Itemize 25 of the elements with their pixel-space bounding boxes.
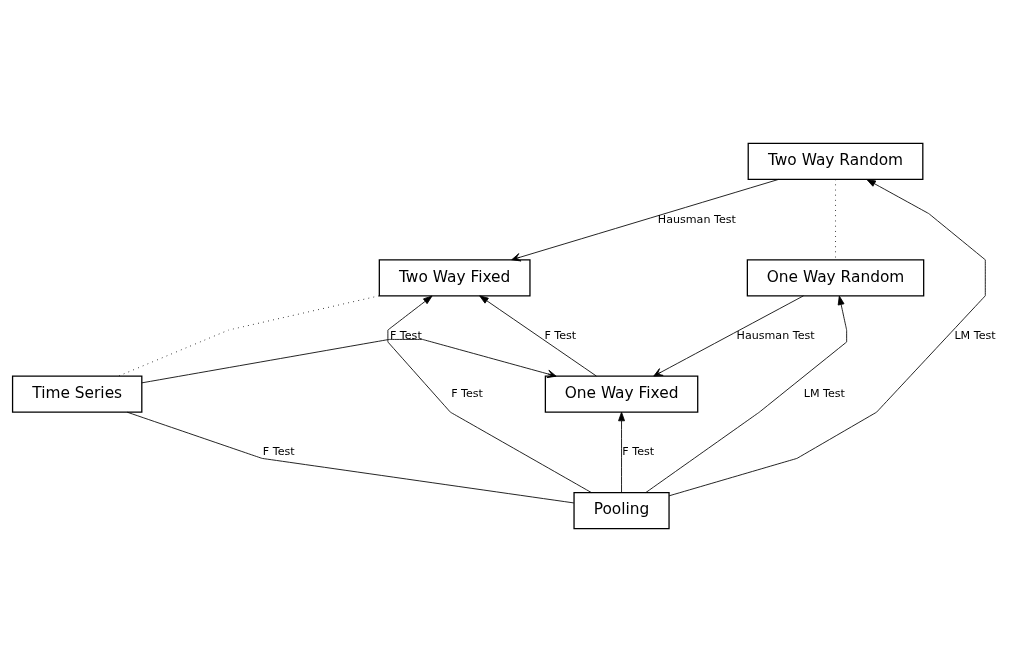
edge-label: Hausman Test [657, 212, 736, 226]
edge-label: Hausman Test [736, 328, 815, 342]
node-box: Time Series [11, 375, 143, 413]
arrow [511, 178, 779, 261]
node-box: Pooling [573, 491, 670, 529]
edge-label: LM Test [803, 386, 845, 400]
arrow [479, 294, 597, 376]
edge-label: F Test [544, 328, 577, 342]
edge-label: LM Test [954, 328, 996, 342]
edge-label: F Test [262, 444, 295, 458]
node-box: One Way Fixed [544, 375, 699, 413]
edge-label: F Test [622, 444, 655, 458]
arrow [668, 178, 986, 496]
node-box: Two Way Random [747, 142, 924, 180]
node-box: One Way Random [746, 258, 925, 296]
arrow [645, 295, 848, 493]
connector [126, 411, 575, 503]
edge-label: F Test [389, 328, 422, 342]
arrow [618, 411, 625, 493]
edge-label: F Test [451, 386, 483, 400]
connector [835, 178, 836, 260]
node-box: Two Way Fixed [378, 258, 531, 296]
arrow [653, 294, 804, 376]
arrow [387, 295, 592, 493]
arrow [141, 338, 557, 383]
